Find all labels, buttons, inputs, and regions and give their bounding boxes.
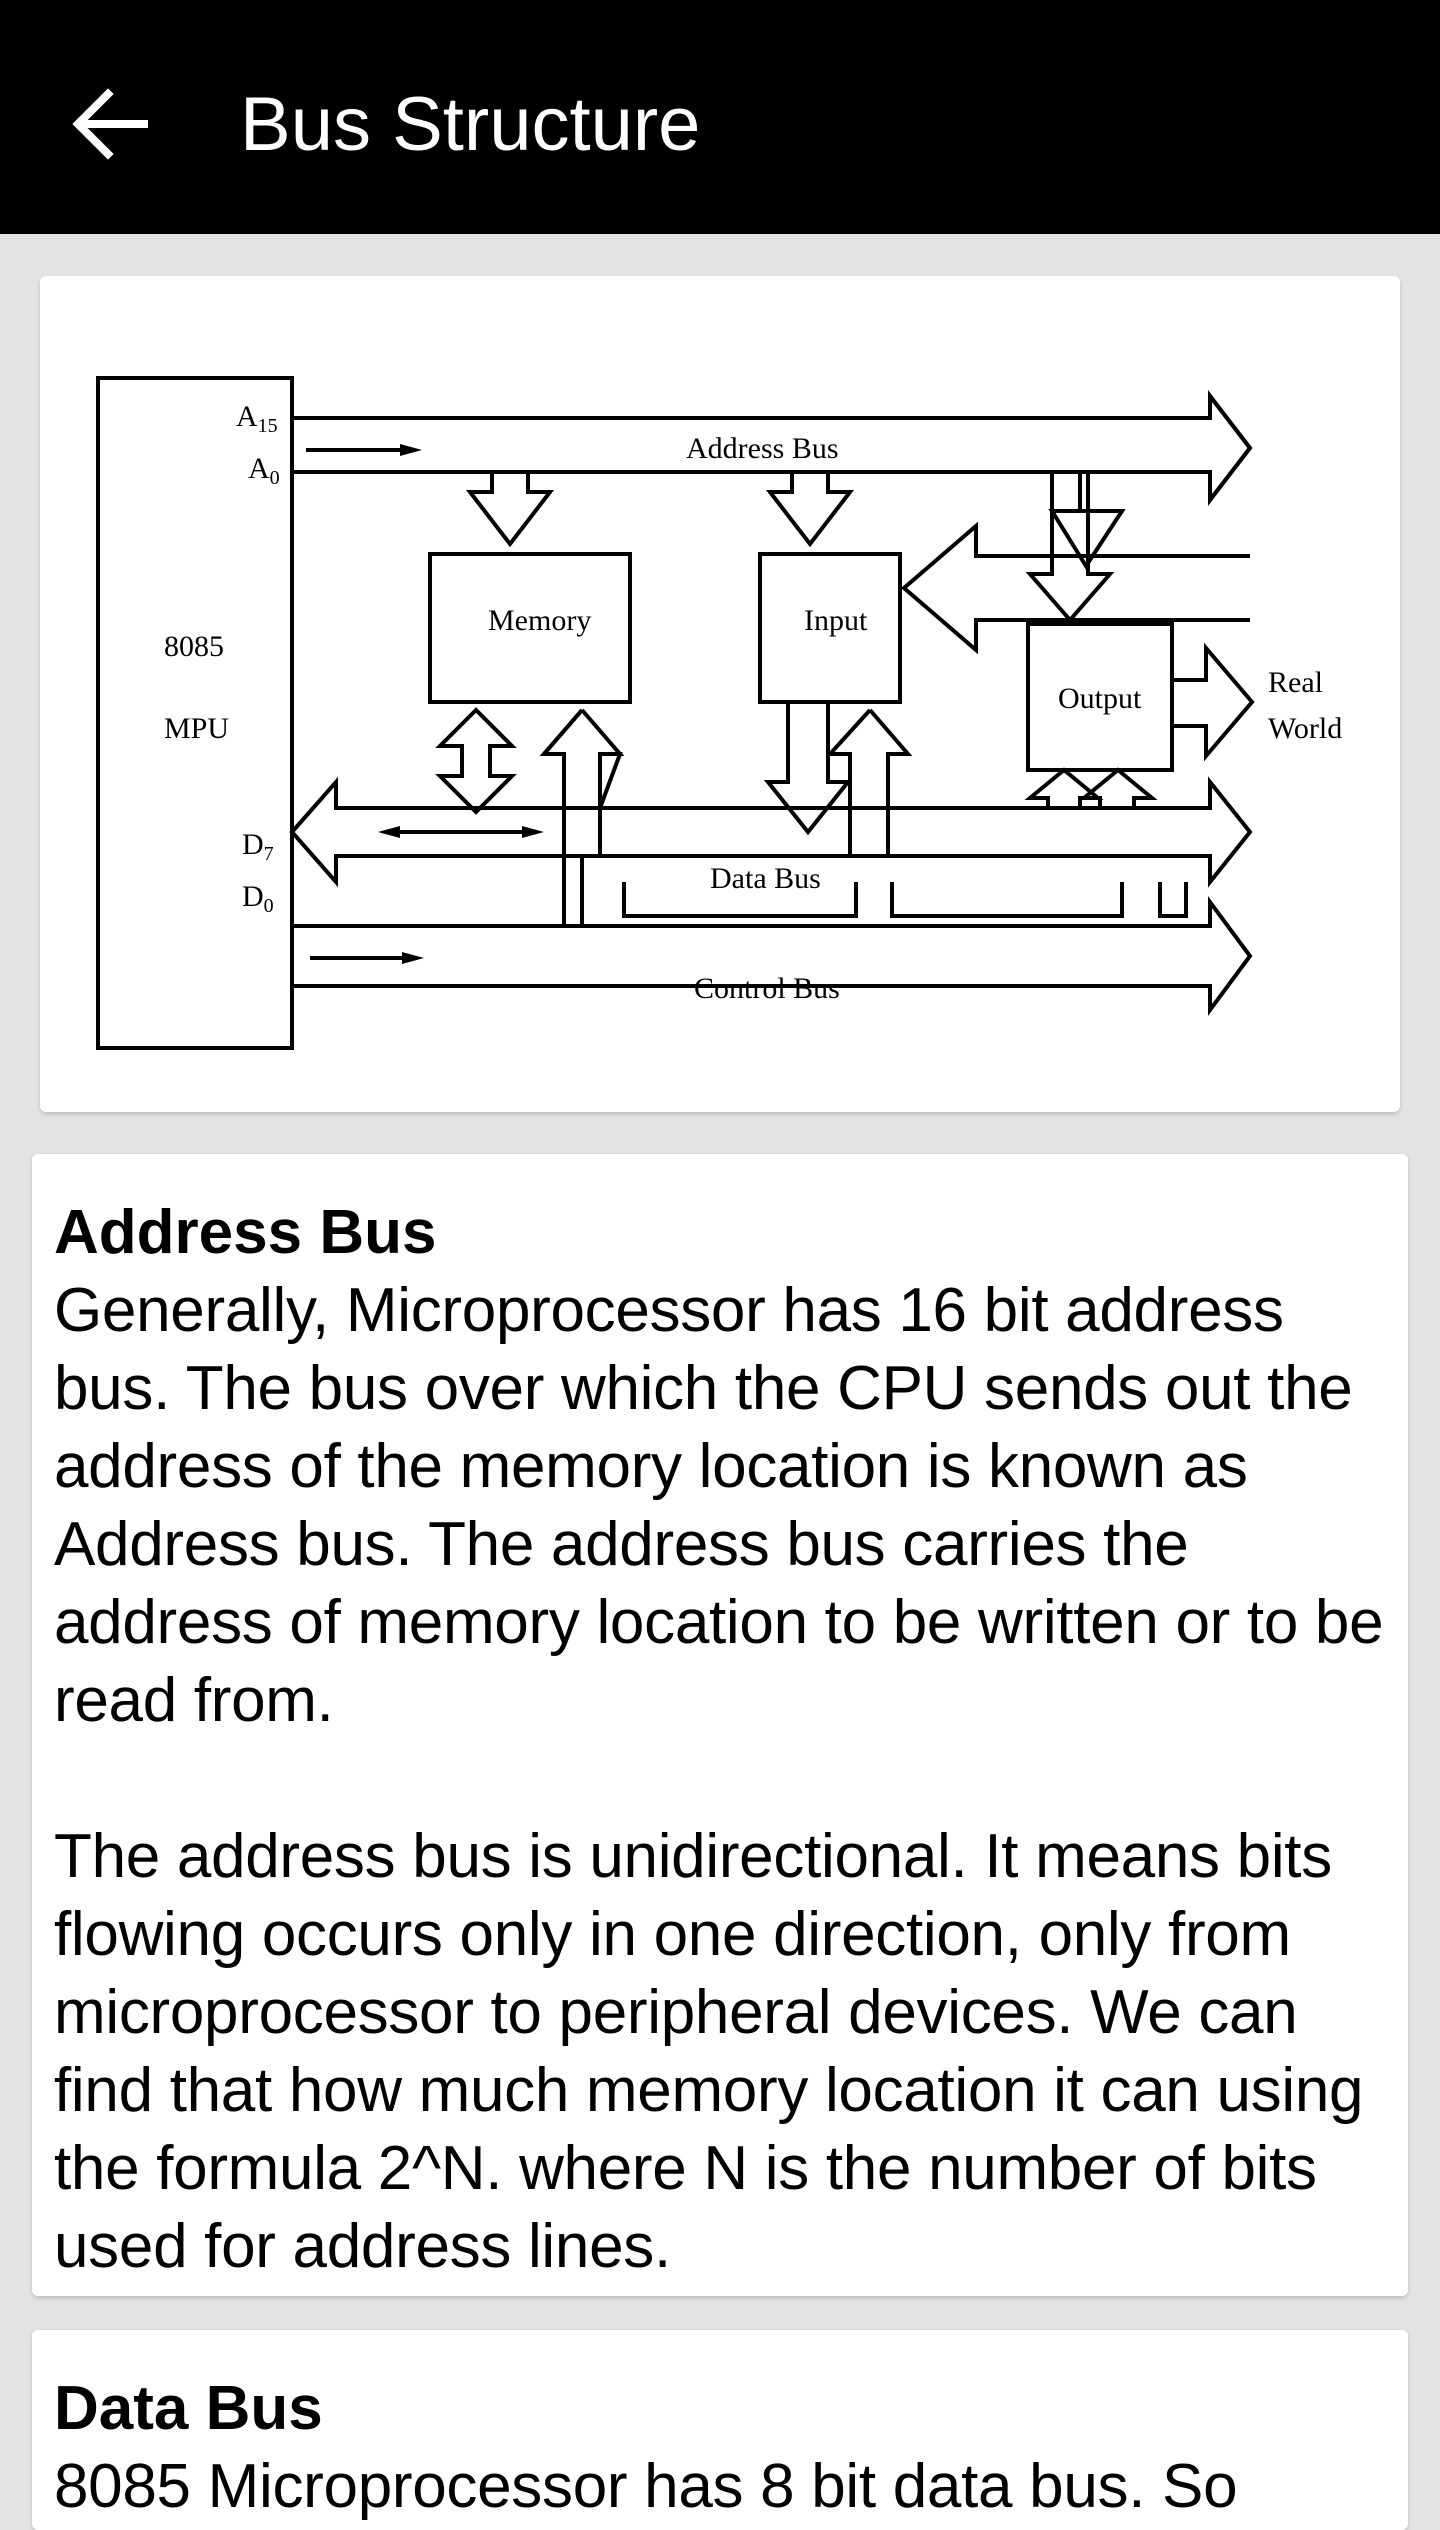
control-bus-arrow [294,895,1253,1017]
address-tap-memory [465,472,555,548]
input-control-link [825,708,913,856]
mpu-label: MPU [164,712,229,745]
section-paragraph: 8085 Microprocessor has 8 bit data bus. … [54,2452,1238,2521]
section-paragraph: Generally, Microprocessor has 16 bit add… [54,1276,1384,1735]
real-world-label-2: World [1268,712,1342,745]
address-tap-input [765,472,855,548]
data-bus-card: Data Bus 8085 Microprocessor has 8 bit d… [32,2330,1408,2530]
arrow-left-icon [72,88,148,160]
output-label: Output [1058,682,1142,715]
data-bus-label: Data Bus [710,862,821,895]
control-tap-2 [890,882,1124,918]
page-title: Bus Structure [240,82,701,167]
mpu-model-label: 8085 [164,630,224,663]
control-tap-3 [1158,882,1188,918]
control-bus-label: Control Bus [694,972,840,1005]
section-paragraph: The address bus is unidirectional. It me… [54,1822,1364,2281]
address-bus-card: Address Bus Generally, Microprocessor ha… [32,1154,1408,2296]
a15-label: A15 [236,400,278,437]
section-heading: Address Bus [54,1198,437,1267]
d7-label: D7 [242,828,274,865]
back-button[interactable] [60,72,164,176]
memory-block [428,552,632,704]
input-arrow [900,521,1250,655]
a0-label: A0 [248,452,280,489]
d0-label: D0 [242,880,274,917]
output-block [1026,622,1174,772]
output-control-link [1078,767,1158,808]
data-bus-arrow [289,776,1253,888]
app-bar: Bus Structure [0,0,1440,234]
diagram-card: A15 A0 8085 MPU D7 D0 Address Bus Memory… [40,276,1400,1112]
output-data-link [1024,767,1104,808]
input-label: Input [804,604,868,637]
section-heading: Data Bus [54,2374,323,2443]
memory-label: Memory [488,604,591,637]
output-arrow [1174,642,1255,762]
control-tap-1 [622,882,858,918]
address-bus-label: Address Bus [686,432,839,465]
input-data-link [763,704,853,836]
address-bus-arrow [294,390,1253,570]
input-block [758,552,902,704]
memory-data-link [435,707,517,815]
real-world-label-1: Real [1268,666,1323,699]
mpu-block [96,376,294,1050]
bus-structure-diagram: A15 A0 8085 MPU D7 D0 Address Bus Memory… [96,376,1342,1050]
memory-control-link [539,708,623,809]
